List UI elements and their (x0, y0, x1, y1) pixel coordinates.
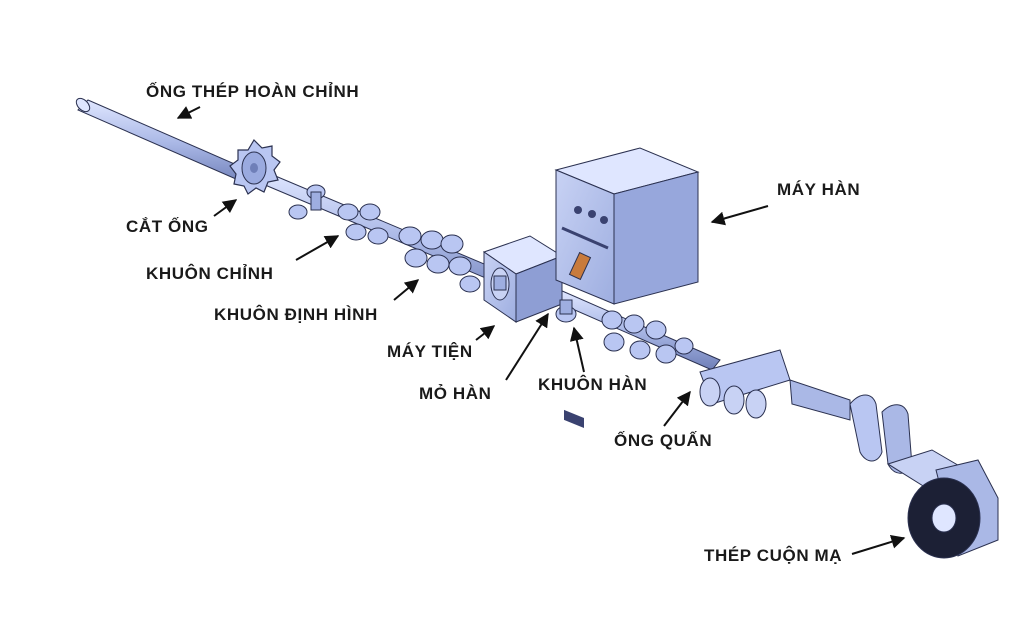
label-straightening-die: KHUÔN CHỈNH (146, 264, 274, 283)
label-galvanized-coil: THÉP CUỘN MẠ (704, 546, 843, 565)
arrow-straightening-die (295, 235, 340, 261)
arrow-welding-torch (505, 312, 549, 381)
label-lathe: MÁY TIỆN (387, 342, 473, 361)
arrow-shaping-die (393, 279, 420, 301)
arrow-welding-machine (710, 205, 769, 226)
finished-pipe (75, 97, 263, 187)
label-welding-torch: MỎ HÀN (419, 384, 492, 403)
welding-rollers (555, 299, 694, 364)
label-welding-machine: MÁY HÀN (777, 180, 861, 199)
galvanized-coil (907, 459, 999, 559)
label-finished-pipe: ỐNG THÉP HOÀN CHỈNH (146, 82, 360, 101)
lathe-machine (482, 235, 564, 323)
welding-machine (554, 147, 700, 428)
arrow-finished-pipe (176, 106, 201, 119)
label-pipe-cutter: CẮT ỐNG (126, 217, 209, 236)
label-winding-tube: ỐNG QUẤN (614, 431, 713, 450)
callout-arrows (176, 106, 906, 555)
arrow-winding-tube (663, 390, 691, 427)
label-welding-die: KHUÔN HÀN (538, 375, 648, 394)
arrow-lathe (475, 325, 496, 341)
arrow-pipe-cutter (213, 199, 238, 217)
arrow-galvanized-coil (851, 535, 906, 555)
arrow-welding-die (569, 326, 585, 373)
shaping-rollers (398, 226, 481, 293)
label-shaping-die: KHUÔN ĐỊNH HÌNH (214, 305, 378, 324)
winding-tubes (699, 349, 851, 421)
straightening-rollers (288, 184, 389, 245)
cutter-blade (229, 139, 281, 195)
